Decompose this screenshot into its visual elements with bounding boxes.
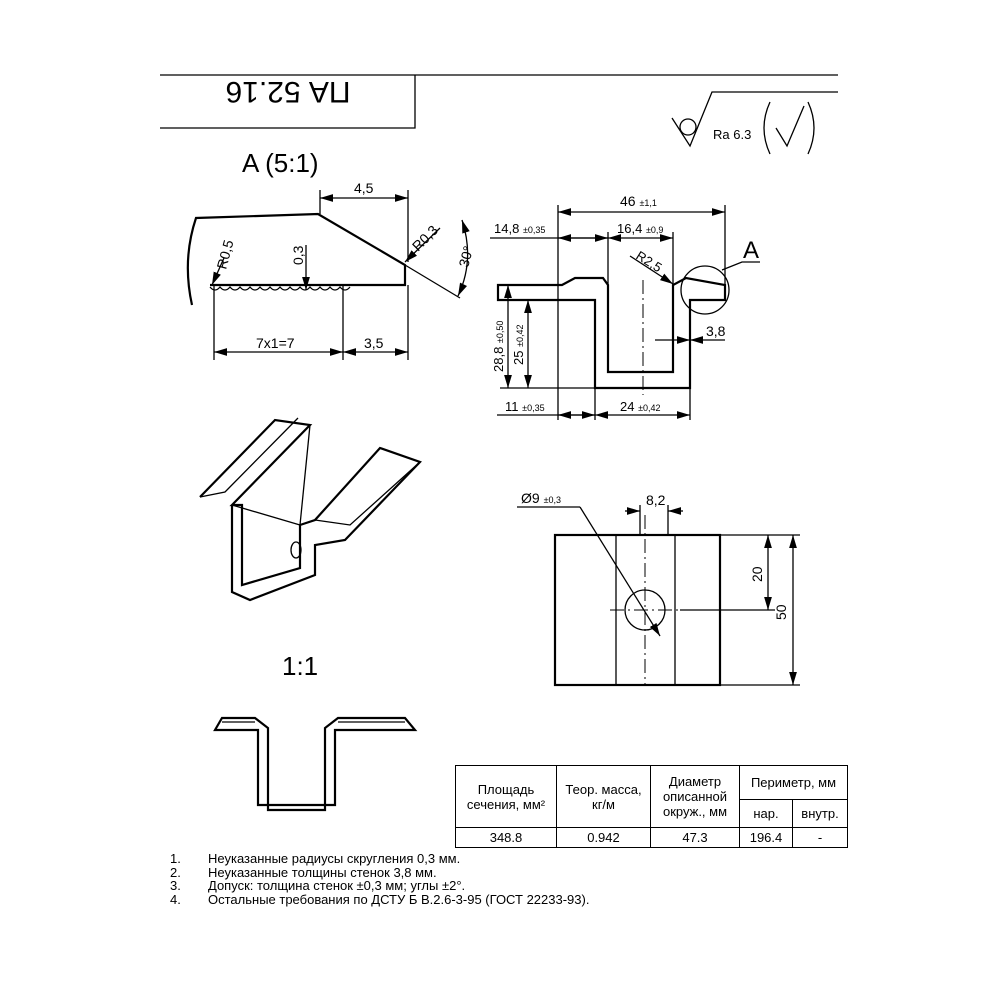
roughness-value: Ra 6.3 bbox=[713, 127, 751, 142]
header-diameter: Диаметр описанной окруж., мм bbox=[650, 765, 740, 828]
dim-24: 24 ±0,42 bbox=[620, 399, 661, 414]
dim-r03: R0,3 bbox=[409, 222, 441, 254]
dim-length: 50 bbox=[773, 604, 789, 620]
note-item: 3.Допуск: толщина стенок ±0,3 мм; углы ±… bbox=[170, 878, 466, 893]
detail-a-view: A (5:1) 7x1=7 3,5 4,5 R0,5 0,3 R0,3 30° bbox=[186, 148, 476, 360]
value-outer: 196.4 bbox=[739, 827, 793, 848]
dim-depth: 0,3 bbox=[290, 245, 306, 265]
note-item: 1.Неуказанные радиусы скругления 0,3 мм. bbox=[170, 851, 461, 866]
value-inner: - bbox=[792, 827, 848, 848]
note-item: 2.Неуказанные толщины стенок 3,8 мм. bbox=[170, 864, 437, 880]
drawing-designation: ПА 52.16 bbox=[226, 75, 351, 108]
title-block: ПА 52.16 bbox=[160, 74, 838, 129]
roughness-symbol: Ra 6.3 bbox=[671, 91, 838, 155]
dim-end: 3,5 bbox=[364, 335, 384, 351]
dim-25: 25 ±0,42 bbox=[511, 324, 526, 365]
dim-3-8: 3,8 bbox=[706, 323, 726, 339]
hole bbox=[624, 589, 666, 631]
dim-28-8: 28,8 ±0,50 bbox=[491, 321, 506, 372]
header-mass: Теор. масса, кг/м bbox=[556, 765, 651, 828]
header-perimeter: Периметр, мм bbox=[739, 765, 848, 800]
dim-hole-position: 20 bbox=[749, 566, 765, 582]
section-view: A 46 ±1,1 14,8 ±0,35 16,4 ±0,9 R2,5 3,8 … bbox=[490, 193, 760, 420]
value-mass: 0.942 bbox=[556, 827, 651, 848]
dim-slot-width: 8,2 bbox=[646, 492, 666, 508]
section-properties-table: Площадь сечения, мм² Теор. масса, кг/м Д… bbox=[455, 765, 848, 848]
dim-11: 11 ±0,35 bbox=[505, 399, 545, 414]
dim-46: 46 ±1,1 bbox=[620, 193, 657, 209]
dim-14-8: 14,8 ±0,35 bbox=[494, 221, 545, 236]
dim-angle: 30° bbox=[455, 244, 476, 269]
top-view: Ø9 ±0,3 8,2 20 50 bbox=[517, 490, 800, 687]
dim-top: 4,5 bbox=[354, 180, 374, 196]
note-item: 4.Остальные требования по ДСТУ Б В.2.6-3… bbox=[170, 891, 590, 907]
header-inner: внутр. bbox=[792, 799, 848, 828]
dim-r05: R0,5 bbox=[213, 238, 236, 271]
dim-pitch: 7x1=7 bbox=[256, 335, 295, 351]
header-outer: нар. bbox=[739, 799, 793, 828]
value-area: 348.8 bbox=[455, 827, 557, 848]
profile-1-1 bbox=[213, 716, 418, 812]
value-diameter: 47.3 bbox=[650, 827, 740, 848]
dim-r2-5: R2,5 bbox=[633, 248, 664, 275]
dim-16-4: 16,4 ±0,9 bbox=[617, 221, 663, 236]
detail-a-callout-circle bbox=[680, 265, 730, 315]
header-area: Площадь сечения, мм² bbox=[455, 765, 557, 828]
notes-list: 1.Неуказанные радиусы скругления 0,3 мм.… bbox=[170, 852, 589, 906]
dim-hole: Ø9 ±0,3 bbox=[521, 490, 561, 506]
isometric-view: 1:1 bbox=[199, 417, 422, 681]
detail-a-callout-label: A bbox=[743, 237, 759, 264]
checkmark-icon bbox=[775, 105, 805, 148]
scale-label: 1:1 bbox=[282, 651, 318, 681]
detail-a-title: A (5:1) bbox=[242, 148, 319, 178]
